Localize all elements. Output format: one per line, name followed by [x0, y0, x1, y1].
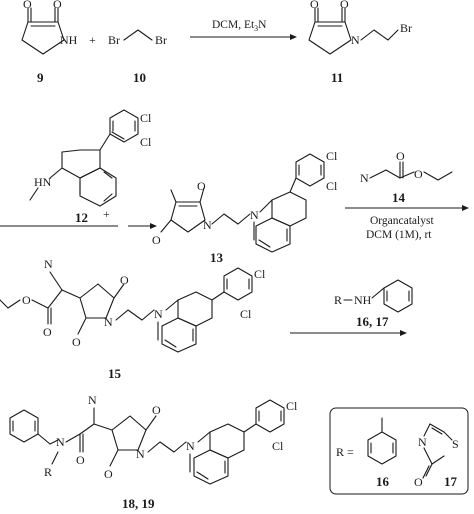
atom-o: O — [340, 0, 349, 11]
reaction-conditions: Organcatalyst — [370, 215, 434, 227]
atom-br: Br — [155, 33, 167, 47]
atom-s: S — [452, 437, 459, 451]
arrow-head — [150, 223, 157, 229]
compound-label: 16 — [376, 474, 390, 489]
compound-label: 11 — [331, 70, 343, 85]
atom-br: Br — [400, 21, 412, 35]
arrow-head — [290, 34, 297, 40]
atom-cl: Cl — [286, 399, 298, 413]
atom-o: O — [414, 475, 423, 489]
atom-n: N — [44, 257, 53, 271]
compound-label: 17 — [444, 474, 458, 489]
compound-10-structure: Br Br — [108, 29, 167, 47]
atom-n: N — [56, 435, 65, 449]
atom-o: O — [76, 453, 85, 467]
atom-o: O — [43, 325, 52, 339]
atom-o: O — [53, 0, 62, 11]
reaction-conditions: DCM, Et3N — [212, 19, 267, 33]
atom-o: O — [104, 467, 113, 481]
atom-o: O — [310, 0, 319, 11]
compound-18-19-structure: N R O N O O N N Cl Cl — [9, 393, 298, 485]
r-definition: R = — [336, 445, 354, 459]
compound-9-structure: O O NH — [21, 0, 78, 55]
atom-cl: Cl — [254, 267, 266, 281]
atom-o: O — [414, 167, 423, 181]
atom-cl: Cl — [240, 307, 252, 321]
compound-label: 13 — [210, 250, 224, 265]
r-group-16-structure — [367, 417, 397, 465]
atom-o: O — [396, 149, 405, 163]
compound-11-structure: O O N Br — [308, 0, 412, 55]
atom-o: O — [152, 233, 161, 247]
atom-n: N — [88, 393, 97, 407]
compound-label: 15 — [108, 366, 122, 381]
atom-cl: Cl — [140, 135, 152, 149]
arrow-head — [462, 205, 469, 211]
compound-label: 10 — [133, 70, 146, 85]
atom-nh: NH — [354, 293, 372, 307]
atom-hn: HN — [34, 175, 52, 189]
compound-14-structure: N O O — [360, 149, 453, 185]
atom-o: O — [22, 293, 31, 307]
reaction-conditions: DCM (1M), rt — [366, 229, 432, 241]
atom-o: O — [152, 403, 161, 417]
atom-n: N — [186, 439, 195, 453]
atom-o: O — [120, 273, 129, 287]
atom-n: N — [351, 33, 360, 47]
atom-cl: Cl — [326, 149, 338, 163]
atom-n: N — [104, 315, 113, 329]
compound-16-17-structure: R NH — [334, 279, 413, 313]
arrow-head — [400, 330, 407, 336]
atom-n: N — [360, 171, 369, 185]
atom-n: N — [250, 208, 259, 222]
compound-label: 9 — [37, 70, 44, 85]
atom-n: N — [418, 435, 427, 449]
compound-label: 14 — [392, 190, 406, 205]
atom-br: Br — [108, 33, 120, 47]
r-group-17-structure: N S O — [414, 423, 459, 489]
compound-15-structure: N O O O O N N Cl Cl — [0, 257, 266, 353]
atom-n: N — [203, 218, 212, 232]
atom-r: R — [334, 293, 342, 307]
atom-n: N — [136, 447, 145, 461]
atom-n: N — [154, 307, 163, 321]
compound-12-structure: Cl Cl HN — [29, 109, 152, 207]
compound-label: 16, 17 — [356, 314, 389, 329]
atom-o: O — [72, 335, 81, 349]
compound-label: 18, 19 — [122, 496, 155, 511]
plus-sign: + — [103, 207, 110, 221]
atom-cl: Cl — [272, 439, 284, 453]
atom-cl: Cl — [140, 111, 152, 125]
atom-cl: Cl — [326, 179, 338, 193]
plus-sign: + — [89, 33, 96, 47]
atom-nh: NH — [60, 33, 78, 47]
atom-r: R — [44, 465, 52, 479]
compound-13-structure: O O N N Cl Cl — [152, 149, 338, 253]
atom-o: O — [197, 179, 206, 193]
r-group-box — [329, 407, 469, 495]
atom-o: O — [23, 0, 32, 11]
compound-label: 12 — [75, 210, 88, 225]
